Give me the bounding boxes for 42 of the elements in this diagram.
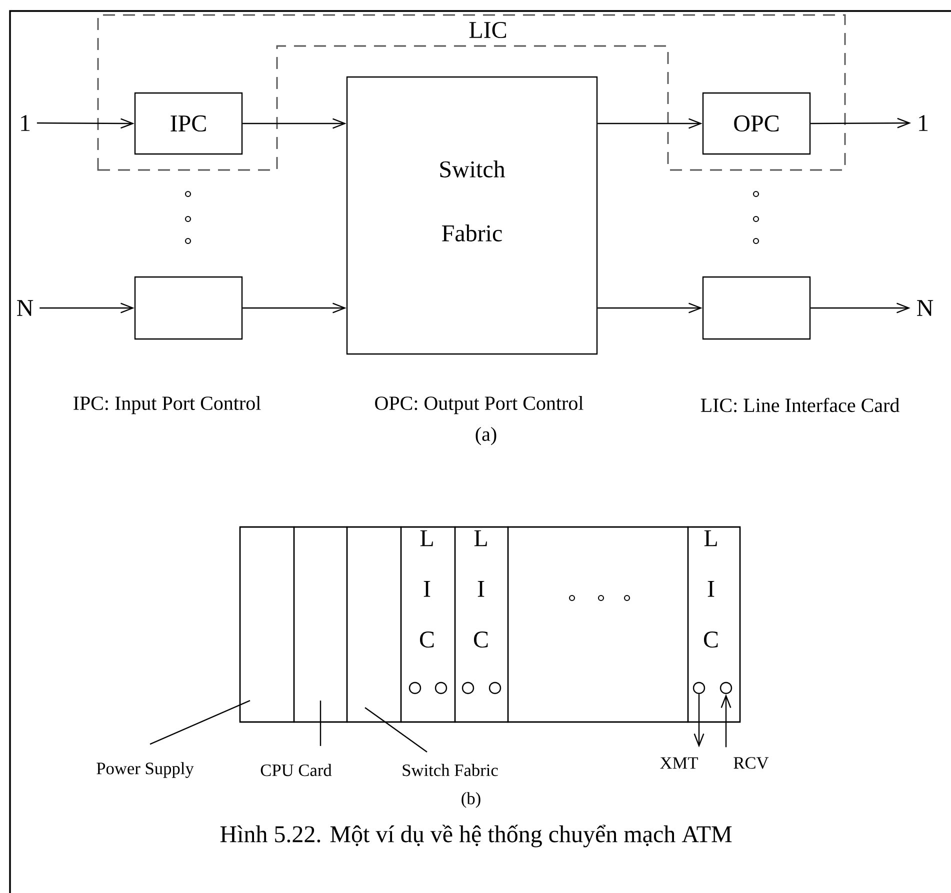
card-slot: [293, 526, 348, 723]
card-slot: [507, 526, 689, 723]
switch-fabric-box: Switch Fabric: [346, 76, 598, 355]
part-label: Switch Fabric: [402, 764, 498, 776]
arrow: [810, 118, 912, 128]
port-control-box: IPC: [134, 92, 243, 155]
arrow: [720, 694, 732, 748]
card-slot: L I C: [454, 526, 509, 723]
port-label: 1: [21, 115, 30, 131]
arrow: [36, 118, 134, 129]
leader-line: [364, 707, 428, 752]
legend-text: IPC: Input Port Control: [74, 396, 261, 414]
card-slot: [239, 526, 295, 723]
port-control-box: [134, 276, 243, 340]
leader-line: [320, 700, 322, 746]
arrow: [598, 118, 702, 129]
port-label: 1: [919, 115, 928, 131]
port-label: XMT: [660, 757, 698, 769]
legend-text: OPC: Output Port Control: [375, 396, 584, 414]
card-slot: [346, 526, 402, 723]
port-control-box: OPC: [702, 92, 811, 155]
arrow: [40, 302, 134, 314]
port-label: N: [17, 300, 34, 316]
arrow: [242, 118, 346, 129]
card-slot: L I C: [400, 526, 456, 723]
panel-caption: (a): [476, 426, 496, 446]
part-label: CPU Card: [260, 764, 332, 776]
port-control-box: [702, 276, 811, 340]
legend-text: LIC: Line Interface Card: [700, 398, 900, 412]
panel-caption: (b): [462, 792, 480, 808]
arrow: [694, 694, 704, 748]
part-label: Power Supply: [96, 762, 194, 778]
port-circle: [720, 682, 732, 694]
port-label: N: [917, 300, 934, 316]
arrow: [598, 302, 702, 314]
arrow: [242, 302, 346, 314]
port-label: RCV: [734, 757, 769, 769]
arrow: [810, 302, 910, 314]
card-slot: L I C: [687, 526, 741, 723]
port-circle: [692, 682, 706, 694]
leader-line: [150, 700, 250, 745]
figure-caption: Hình 5.22. Một ví dụ về hệ thống chuyển mạch ATM: [220, 824, 732, 848]
